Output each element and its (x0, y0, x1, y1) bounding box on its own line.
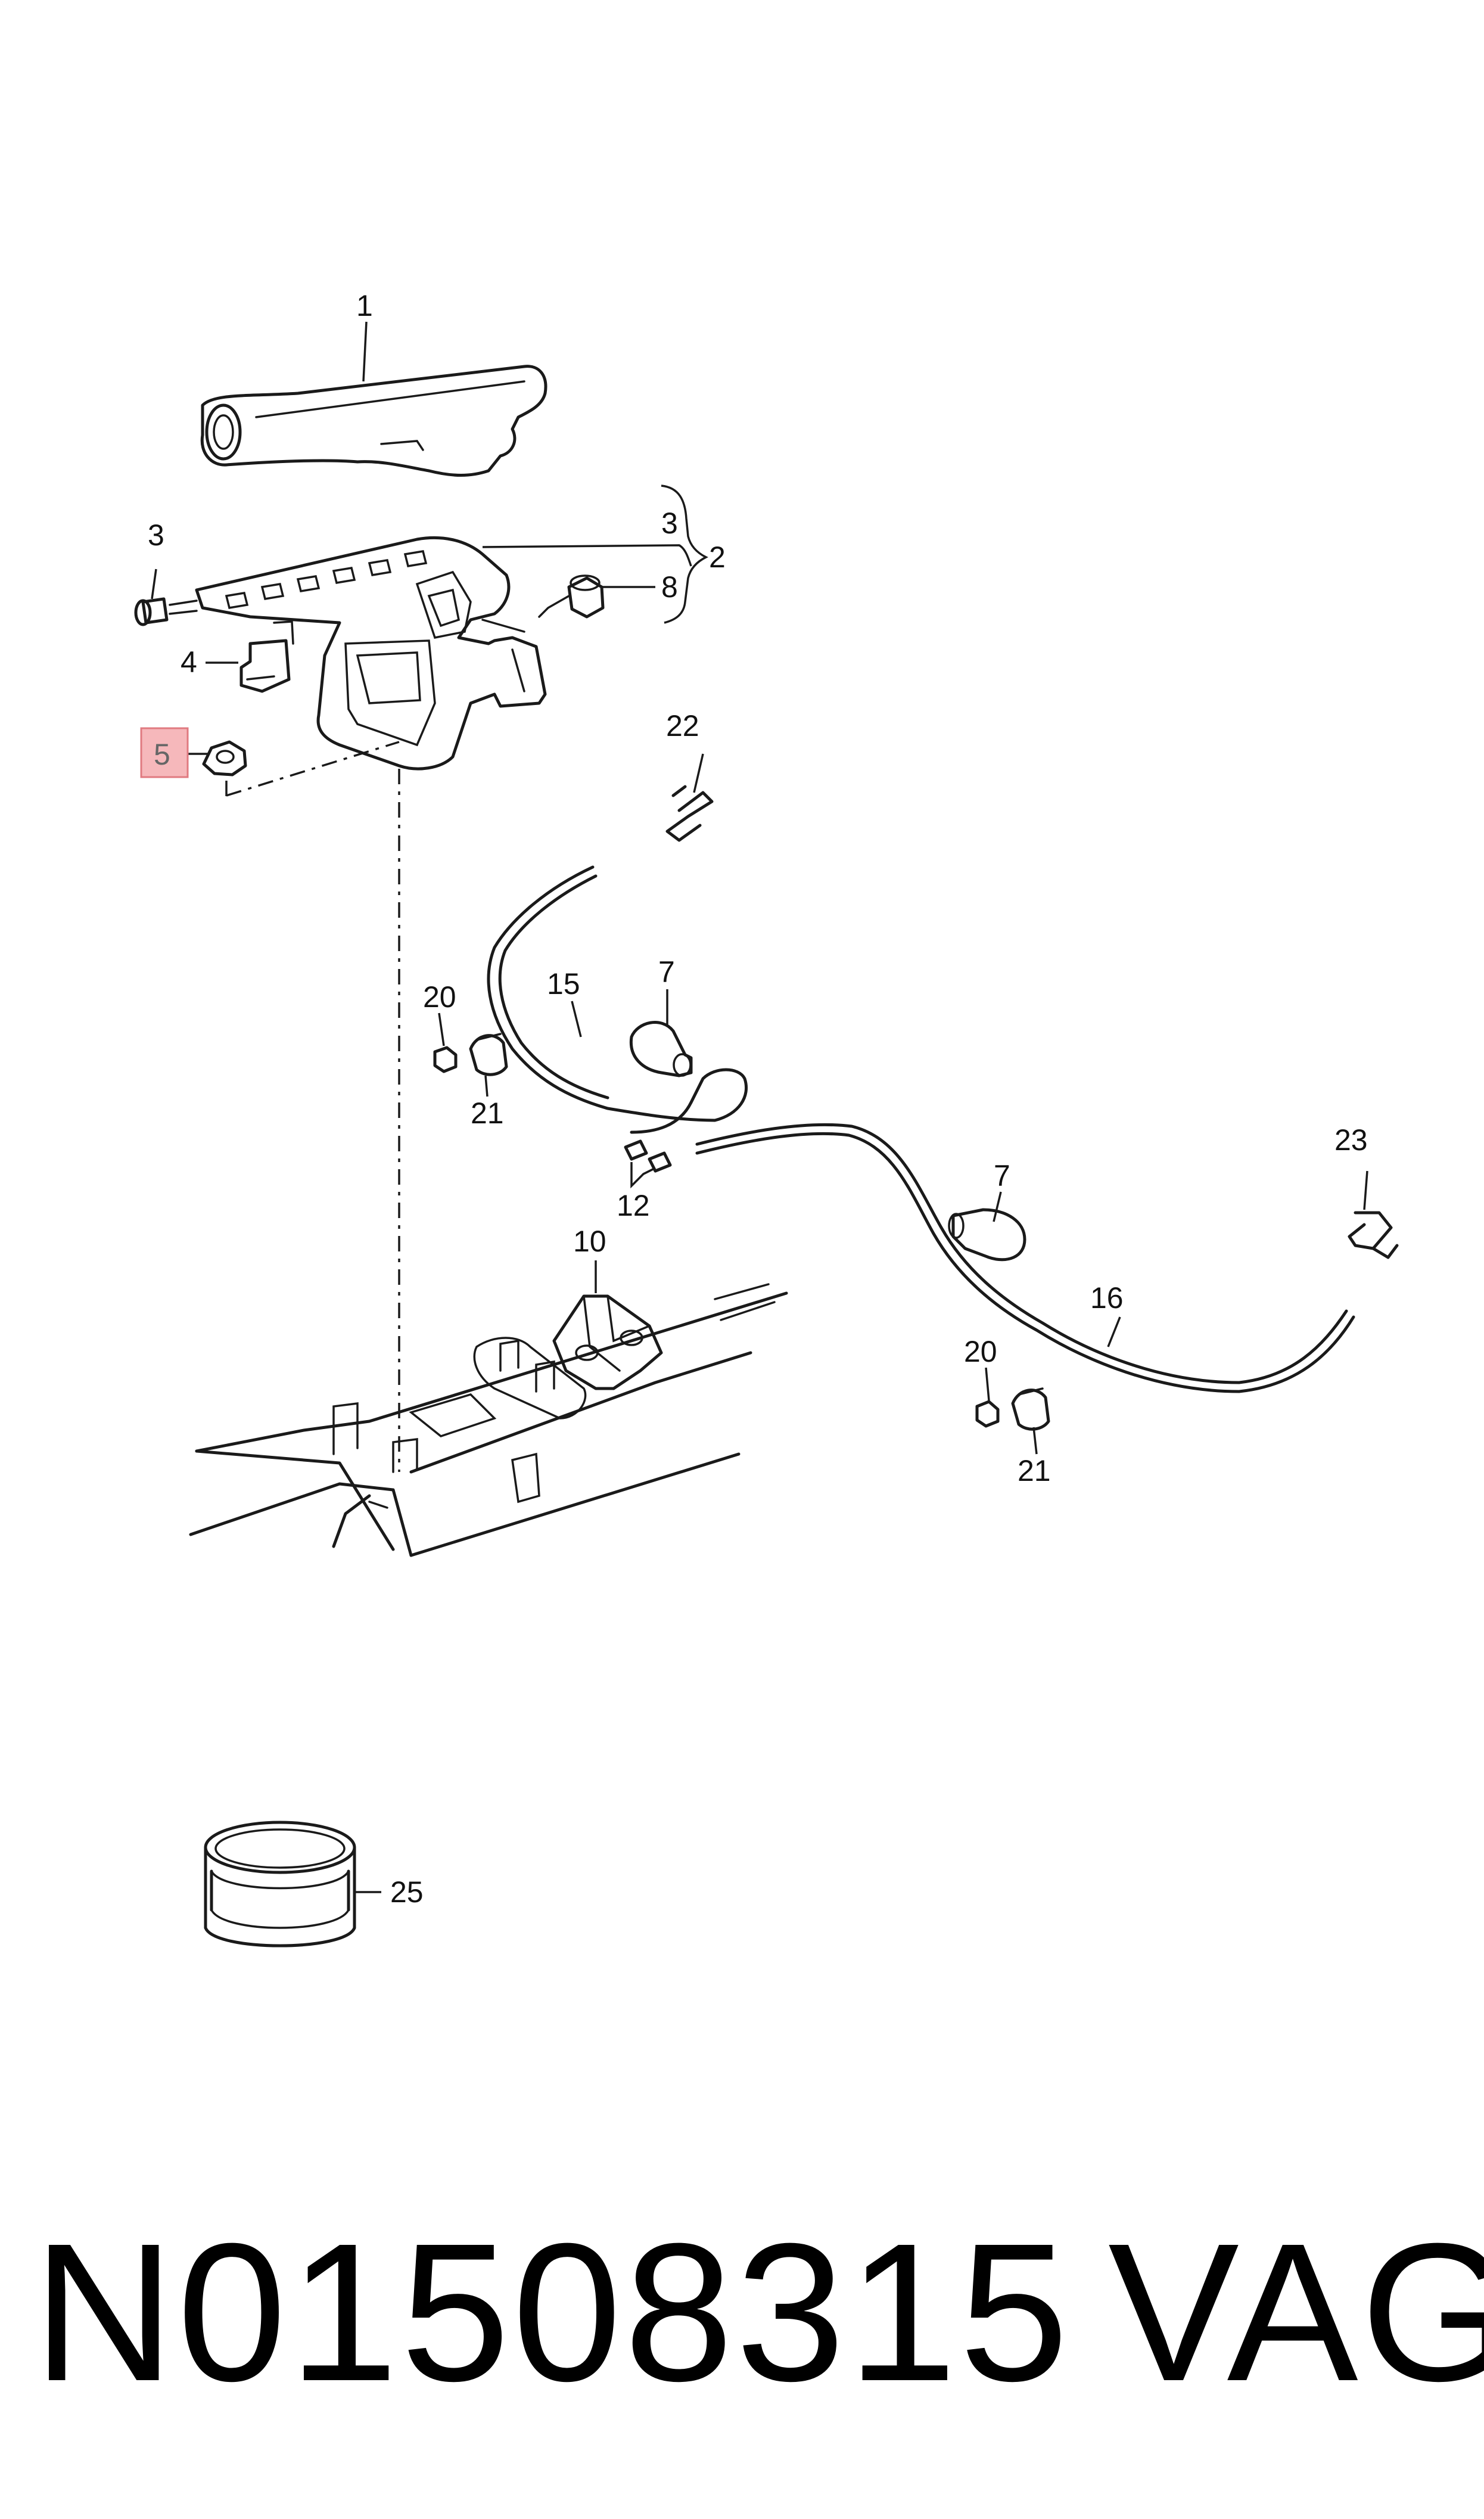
part-12-cable-ends (624, 1139, 672, 1173)
part-3-end-cap (134, 597, 198, 626)
part-2-lever-assembly (195, 536, 547, 771)
part-10-bracket (552, 1294, 663, 1390)
part-21-clamp-upper (469, 1033, 508, 1076)
callout-23: 23 (1334, 1123, 1368, 1157)
callout-12: 12 (617, 1189, 650, 1222)
callout-3-left: 3 (148, 518, 164, 552)
part-20-nut-upper (433, 1046, 458, 1073)
part-1-lever-grip (200, 365, 547, 477)
part-5-nut (202, 740, 247, 776)
callout-2: 2 (709, 541, 726, 574)
part-22-clip (665, 785, 714, 842)
callout-25: 25 (390, 1875, 424, 1909)
callout-10: 10 (573, 1225, 606, 1258)
callout-15: 15 (547, 967, 580, 1001)
part-20-nut-lower (975, 1400, 1000, 1428)
callout-5: 5 (154, 738, 170, 771)
part-21-clamp-lower (1011, 1387, 1050, 1431)
part-4-switch (239, 620, 294, 693)
part-25-sleeve (204, 1821, 356, 1948)
construction-lines (225, 741, 400, 1472)
part-number: N01508315 (33, 2202, 1071, 2422)
part-15-cable (487, 865, 748, 1134)
floor-tunnel-panel (189, 1283, 788, 1557)
callouts: 1 2 3 3 4 5 7 7 8 10 12 15 16 20 20 21 2… (148, 289, 1368, 1909)
leader-lines (151, 321, 1368, 1893)
callout-7-lower: 7 (994, 1159, 1010, 1192)
part-23-clip (1348, 1211, 1399, 1259)
callout-7-upper: 7 (658, 955, 675, 989)
part-7-grommet-lower (948, 1208, 1026, 1262)
callout-1: 1 (356, 289, 373, 322)
callout-21-lower: 21 (1018, 1454, 1051, 1487)
brand-name: VAG (1108, 2202, 1484, 2422)
callout-21-upper: 21 (471, 1097, 504, 1130)
part-16-cable (695, 1123, 1355, 1393)
callout-3-right: 3 (661, 507, 678, 540)
callout-16: 16 (1090, 1281, 1124, 1315)
callout-20-upper: 20 (423, 980, 456, 1014)
callout-4: 4 (181, 645, 197, 679)
callout-22: 22 (666, 709, 699, 743)
callout-8: 8 (661, 570, 678, 604)
part-7-grommet-upper (629, 1021, 693, 1077)
callout-5-highlight (140, 727, 189, 778)
callout-20-lower: 20 (964, 1335, 997, 1368)
part-8-spacer (538, 574, 605, 619)
